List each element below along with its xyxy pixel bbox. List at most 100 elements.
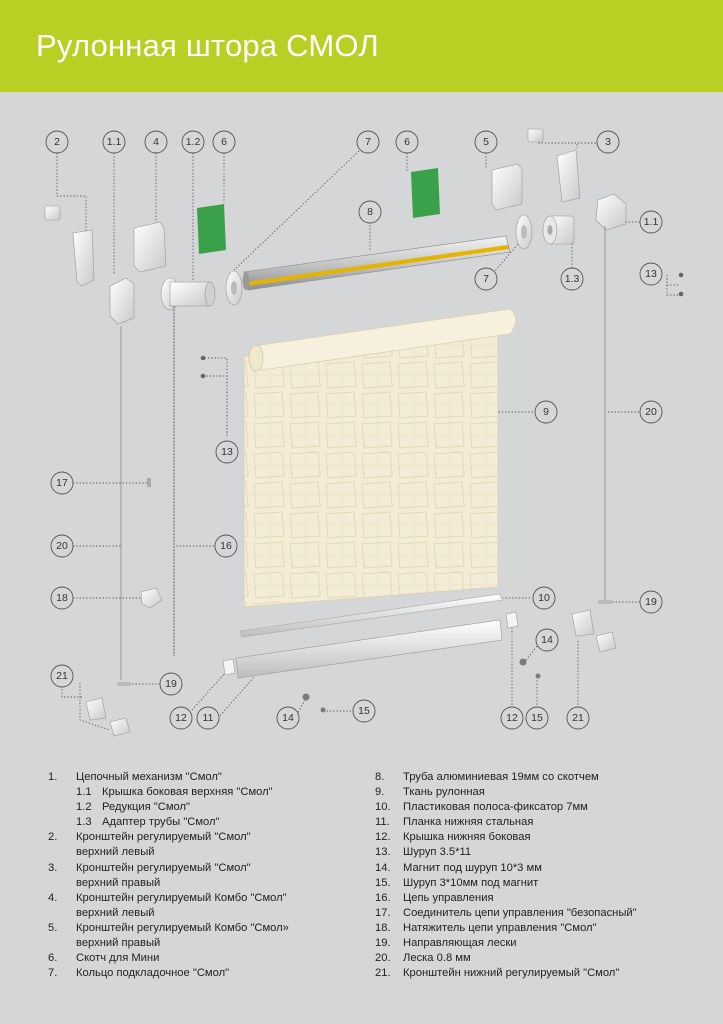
legend-number: 2. (48, 831, 58, 844)
legend-text: Направляющая лески (403, 937, 517, 950)
legend-item: верхний правый (48, 936, 348, 951)
tube-adapter (542, 215, 575, 245)
combo-bracket-right (491, 163, 523, 211)
legend-number: 9. (375, 786, 385, 799)
callout-9: 9 (534, 400, 558, 424)
bracket-upper-left (44, 205, 95, 287)
bottom-rail (235, 619, 503, 679)
svg-text:13: 13 (221, 446, 233, 458)
svg-text:1.2: 1.2 (186, 136, 201, 148)
plastic-strip (239, 593, 503, 638)
svg-text:14: 14 (282, 712, 294, 724)
legend-item: 7.Кольцо подкладочное "Смол" (48, 966, 348, 981)
chain-tensioner (140, 587, 163, 609)
legend-item: 15.Шуруп 3*10мм под магнит (375, 876, 715, 891)
svg-text:6: 6 (404, 136, 410, 148)
svg-text:20: 20 (56, 540, 68, 552)
adhesive-tape-right (411, 168, 440, 218)
svg-text:15: 15 (531, 712, 543, 724)
legend-text: Адаптер трубы "Смол" (102, 816, 220, 829)
legend-item: 20.Леска 0.8 мм (375, 951, 715, 966)
legend-item: 10. Пластиковая полоса-фиксатор 7мм (375, 800, 715, 815)
legend-item: 12.Крышка нижняя боковая (375, 830, 715, 845)
callout-17: 17 (50, 471, 74, 495)
svg-text:1.1: 1.1 (107, 136, 122, 148)
legend-item: верхний правый (48, 876, 348, 891)
legend-text: Пластиковая полоса-фиксатор 7мм (403, 801, 588, 814)
svg-text:7: 7 (483, 273, 489, 285)
legend-item: верхний левый (48, 845, 348, 860)
legend-text: Кронштейн регулируемый Комбо "Смол» (76, 921, 289, 934)
legend-text: Кронштейн регулируемый "Смол" (76, 831, 251, 844)
svg-text:3: 3 (605, 136, 611, 148)
callout-2: 2 (45, 130, 69, 154)
legend-number: 5. (48, 921, 58, 934)
screws-right (678, 272, 684, 297)
legend-subnumber: 1.2 (76, 801, 92, 814)
legend-text: Редукция "Смол" (102, 801, 191, 814)
legend-number: 16. (375, 891, 391, 904)
svg-text:5: 5 (483, 136, 489, 148)
callout-19-left: 19 (159, 672, 183, 696)
legend-text: Леска 0.8 мм (403, 952, 471, 965)
bracket-upper-right (527, 128, 581, 203)
legend-item: 14.Магнит под шуруп 10*3 мм (375, 861, 715, 876)
legend-number: 18. (375, 921, 391, 934)
legend-text: верхний правый (76, 937, 161, 950)
legend-text: Натяжитель цепи управления "Смол" (403, 921, 597, 934)
exploded-diagram: 2 1.1 4 1.2 6 7 8 6 5 3 1.1 7 1.3 13 13 … (44, 128, 684, 737)
legend-number: 7. (48, 967, 58, 980)
svg-text:4: 4 (153, 136, 159, 148)
line-guide-left (117, 682, 131, 686)
legend-text: Труба алюминиевая 19мм со скотчем (403, 771, 599, 783)
svg-text:1.1: 1.1 (644, 216, 659, 228)
svg-text:7: 7 (365, 136, 371, 148)
callout-11: 11 (196, 706, 220, 730)
legend-number: 6. (48, 952, 58, 965)
legend-subnumber: 1.3 (76, 816, 92, 829)
legend-number: 17. (375, 906, 391, 919)
legend-text: Скотч для Мини (76, 952, 160, 965)
callout-15-left: 15 (352, 699, 376, 723)
callout-1-2: 1.2 (181, 130, 205, 154)
legend-item: 1.Цепочный механизм "Смол" (48, 770, 348, 785)
svg-text:21: 21 (572, 712, 584, 724)
callout-4: 4 (144, 130, 168, 154)
callout-19-right: 19 (639, 590, 663, 614)
callout-6-right: 6 (395, 130, 419, 154)
chain-connector (147, 478, 151, 487)
bottom-end-cap-right (505, 611, 519, 629)
callout-7-right: 7 (474, 267, 498, 291)
legend-number: 12. (375, 831, 391, 844)
svg-text:12: 12 (175, 712, 187, 724)
bottom-bracket-left (85, 697, 131, 737)
legend-text: Соединитель цепи управления "безопасный" (403, 906, 637, 919)
legend-item: 3.Кронштейн регулируемый "Смол" (48, 861, 348, 876)
legend-item: 13.Шуруп 3.5*11 (375, 845, 715, 860)
legend-number: 10. (375, 801, 391, 814)
legend-item: 19.Направляющая лески (375, 936, 715, 951)
callout-1-1-right: 1.1 (639, 210, 663, 234)
bottom-end-cap-left (222, 658, 236, 676)
legend-text: Кронштейн регулируемый "Смол" (76, 861, 251, 874)
legend-item: 4.Кронштейн регулируемый Комбо "Смол" (48, 891, 348, 906)
svg-text:21: 21 (56, 670, 68, 682)
legend-number: 15. (375, 876, 391, 889)
svg-text:2: 2 (54, 136, 60, 148)
svg-text:13: 13 (645, 268, 657, 280)
callout-13-left: 13 (215, 440, 239, 464)
legend-item: 1.2 Редукция "Смол" (48, 800, 348, 815)
callout-20-left: 20 (50, 534, 74, 558)
callout-16: 16 (214, 534, 238, 558)
aluminium-tube (242, 235, 511, 291)
legend-text: верхний правый (76, 876, 161, 889)
legend-item: 11.Планка нижняя стальная (375, 815, 715, 830)
roller-fabric (243, 308, 517, 608)
legend-number: 1. (48, 771, 58, 783)
side-cover-left (109, 277, 135, 325)
legend-number: 11. (375, 816, 390, 829)
header-banner: Рулонная штора СМОЛ (0, 0, 723, 92)
legend-text: Шуруп 3.5*11 (403, 846, 472, 859)
combo-bracket-left (133, 221, 167, 273)
